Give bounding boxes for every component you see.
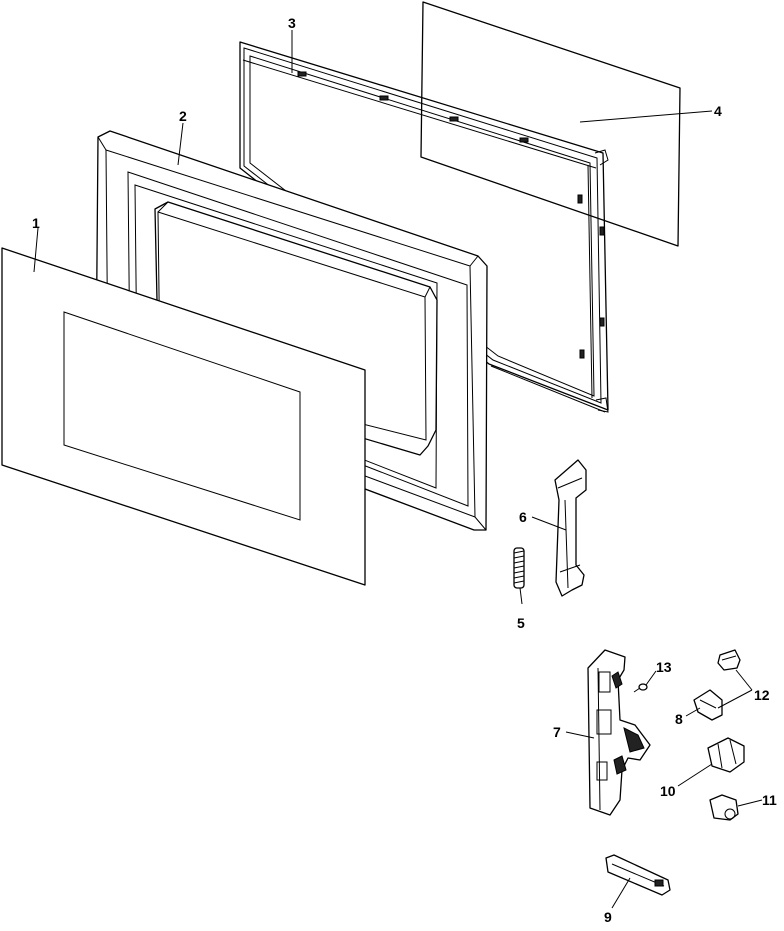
label-part-1: 1 — [32, 215, 40, 231]
label-part-11: 11 — [762, 792, 777, 808]
label-part-5: 5 — [517, 615, 525, 631]
part-7-latch-body — [587, 649, 651, 816]
label-part-7: 7 — [553, 724, 561, 740]
callout-labels: 1 2 3 4 5 6 7 8 9 10 11 12 13 — [32, 15, 777, 925]
part-6-latch-hook — [554, 459, 587, 597]
label-part-2: 2 — [179, 108, 187, 124]
label-part-3: 3 — [288, 15, 296, 31]
label-part-8: 8 — [675, 711, 683, 727]
part-10-switch-bracket — [707, 737, 745, 773]
part-9-lever — [605, 854, 671, 896]
part-11-switch-cap — [709, 794, 739, 821]
part-8-switch — [693, 689, 723, 721]
label-part-12: 12 — [754, 687, 770, 703]
leader-lines — [33, 30, 763, 909]
label-part-4: 4 — [714, 103, 722, 119]
label-part-6: 6 — [519, 509, 527, 525]
part-12-switch — [717, 649, 741, 671]
part-1-door-front-panel — [1, 247, 366, 586]
part-13-screw — [633, 683, 648, 693]
label-part-13: 13 — [656, 659, 672, 675]
label-part-10: 10 — [660, 783, 676, 799]
label-part-9: 9 — [604, 909, 612, 925]
part-4-screen-sheet — [420, 1, 681, 247]
part-5-spring — [513, 547, 525, 589]
part-3-choke-frame — [239, 41, 609, 413]
